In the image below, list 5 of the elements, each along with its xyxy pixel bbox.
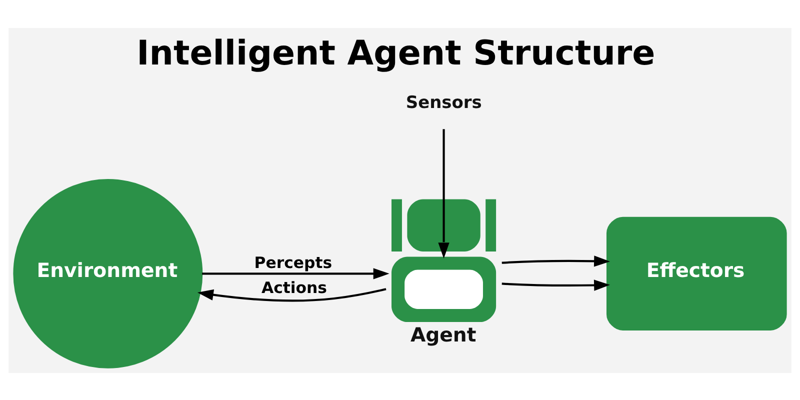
diagram-title: Intelligent Agent Structure — [136, 32, 656, 73]
node-label: Agent — [410, 323, 476, 346]
edge-label: Percepts — [254, 252, 332, 272]
node-text: Sensors — [406, 92, 482, 113]
edge-label: Actions — [261, 277, 328, 296]
